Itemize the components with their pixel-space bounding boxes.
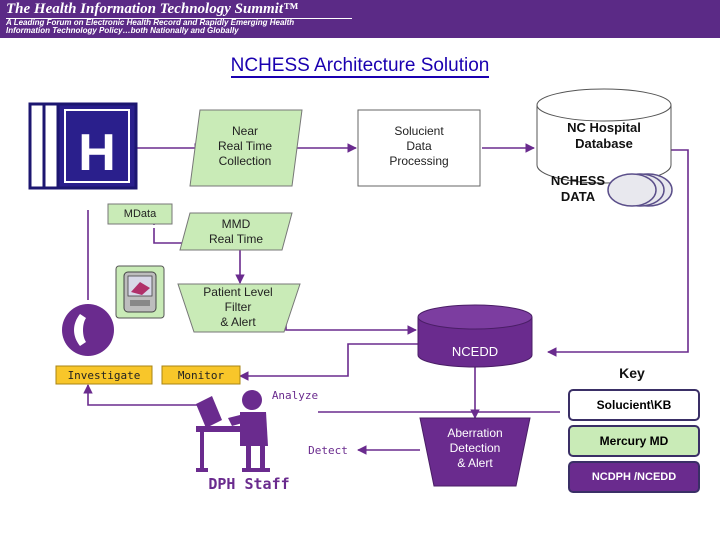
ncedd-label: NCEDD (451, 344, 499, 359)
key-item-mercury-label: Mercury MD (599, 434, 669, 448)
banner-title: The Health Information Technology Summit… (6, 1, 298, 17)
analyze-label: Analyze (271, 389, 319, 402)
solucient-processing-shape (357, 109, 481, 187)
nc-hospital-db-label: NC Hospital Database (567, 120, 641, 151)
key-item-mercury: Mercury MD (568, 425, 700, 457)
page-title: NCHESS Architecture Solution (0, 55, 720, 78)
banner-subtitle: A Leading Forum on Electronic Health Rec… (6, 19, 294, 35)
nchess-data-label: NCHESS DATA (550, 173, 606, 204)
detect-label: Detect (308, 444, 348, 457)
monitor-shape (161, 365, 241, 385)
solucient-processing-label: Solucient Data Processing (389, 124, 449, 168)
patient-filter-shape (177, 283, 301, 333)
page-title-text: NCHESS Architecture Solution (230, 55, 490, 78)
connector-ncedd-to-monitor (239, 343, 420, 381)
connector-investigate-loop (83, 384, 200, 406)
pda-device-icon (115, 265, 165, 319)
nchess-data-disks (607, 173, 673, 207)
dph-staff-label: DPH Staff (208, 475, 290, 493)
mdata-shape (107, 203, 173, 225)
investigate-label: Investigate (67, 369, 141, 382)
banner-subtitle-line2: Information Technology Policy…both Natio… (6, 26, 239, 35)
hospital-h-letter: H (78, 124, 116, 182)
banner-rule (6, 18, 352, 19)
key-title: Key (619, 365, 645, 381)
connector-hospital-db-to-ncedd (547, 149, 689, 357)
summit-banner: The Health Information Technology Summit… (0, 0, 720, 38)
patient-filter-label: Patient Level Filter & Alert (203, 285, 273, 329)
mdata-label: MData (123, 208, 157, 220)
people-icon (228, 390, 270, 472)
aberration-shape (419, 417, 531, 487)
banner-subtitle-line1: A Leading Forum on Electronic Health Rec… (6, 18, 295, 27)
near-real-time-label: Near Real Time Collection (217, 124, 273, 168)
investigate-shape (55, 365, 153, 385)
nc-hospital-db-cylinder (536, 88, 672, 184)
aberration-label: Aberration Detection & Alert (447, 426, 503, 470)
mmd-real-time-shape (179, 212, 293, 251)
ncedd-cylinder (417, 304, 533, 368)
phone-icon (62, 304, 114, 356)
monitor-label: Monitor (177, 369, 225, 382)
connector-filter-to-ncedd (285, 306, 417, 335)
key-item-solucient: Solucient\KB (568, 389, 700, 421)
key-item-ncdph: NCDPH /NCEDD (568, 461, 700, 493)
near-real-time-collection-shape (189, 109, 303, 187)
hospital-h-icon: H (28, 102, 138, 190)
mmd-real-time-label: MMD Real Time (208, 217, 264, 246)
connector-mdata-to-mmd (153, 228, 188, 244)
key-item-solucient-label: Solucient\KB (596, 398, 672, 412)
key-title-shape (598, 362, 666, 384)
key-item-ncdph-label: NCDPH /NCEDD (591, 471, 677, 483)
